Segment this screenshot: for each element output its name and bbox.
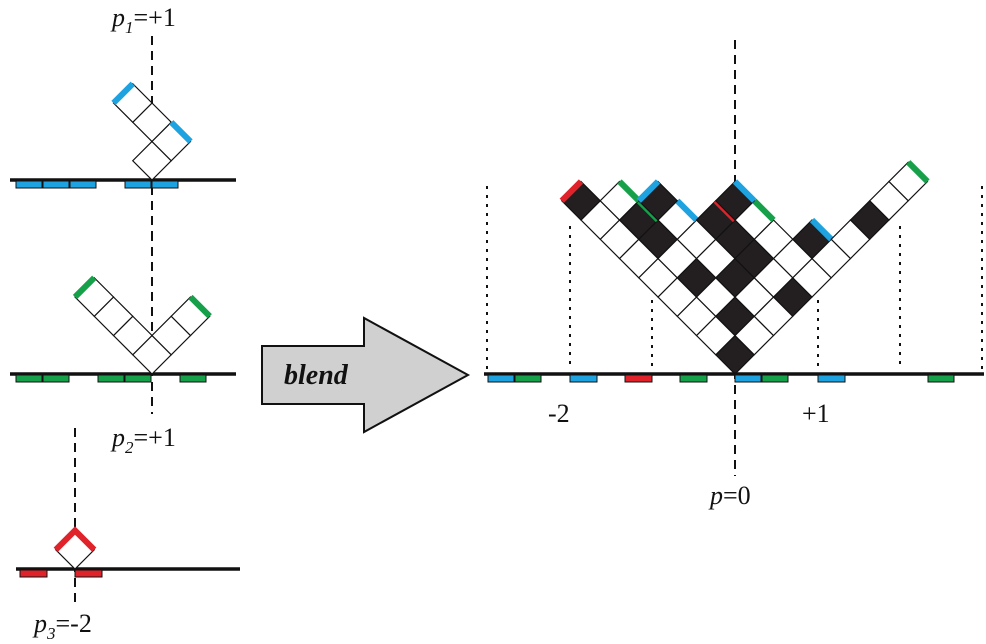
label-p2: p2=+1 [110, 423, 176, 457]
baseline-mark [761, 374, 789, 383]
panel-p2: p2=+1 [10, 232, 236, 457]
baseline-mark [487, 374, 515, 383]
baseline-mark [97, 374, 125, 383]
colored-edge [188, 294, 212, 319]
baseline-mark [124, 374, 152, 383]
result-panel: -2 +1 p=0 [484, 40, 984, 510]
squares-p3 [53, 526, 97, 570]
colored-edge [111, 81, 135, 106]
colored-edge [906, 160, 930, 184]
colored-edge [169, 120, 193, 144]
colored-edge [72, 275, 97, 300]
tick-label-left: -2 [548, 399, 570, 428]
baseline-mark [19, 569, 48, 578]
baseline-mark [15, 180, 43, 189]
label-p1: p1=+1 [110, 3, 176, 37]
baseline-mark [42, 180, 70, 189]
baseline-mark [569, 374, 598, 383]
baseline-mark [179, 374, 207, 383]
baseline-marks-p3 [19, 569, 103, 578]
colored-edge [732, 179, 757, 203]
baseline-mark [124, 180, 152, 189]
baseline-marks-p2 [15, 374, 207, 383]
panel-p1: p1=+1 [10, 3, 236, 232]
baseline-mark [15, 374, 43, 383]
baseline-mark [679, 374, 708, 383]
colored-edge [752, 198, 776, 223]
colored-edge [636, 179, 661, 203]
panel-p3: p3=-2 [16, 428, 240, 643]
arrow-label: blend [284, 360, 349, 391]
baseline-marks-p1 [15, 180, 179, 189]
dotted-guides [486, 186, 983, 370]
baseline-marks-result [487, 374, 955, 383]
baseline-mark [69, 180, 97, 189]
arrow-shape [261, 316, 471, 434]
label-p3: p3=-2 [32, 609, 92, 643]
colored-edge [559, 179, 584, 203]
blend-arrow: blend [261, 316, 471, 434]
baseline-mark [74, 569, 103, 578]
squares-p1 [111, 81, 193, 181]
baseline-mark [624, 374, 653, 383]
label-p-result: p=0 [708, 481, 751, 510]
baseline-mark [42, 374, 70, 383]
squares-p2 [72, 275, 212, 375]
baseline-mark [514, 374, 542, 383]
baseline-mark [151, 180, 179, 189]
colored-edge [675, 198, 699, 223]
colored-edge [617, 179, 641, 203]
baseline-mark [927, 374, 955, 383]
tick-label-right: +1 [802, 399, 830, 428]
baseline-mark [734, 374, 762, 383]
colored-edge [809, 217, 834, 242]
squares-result [559, 160, 930, 375]
baseline-mark [817, 374, 846, 383]
white-square [54, 529, 96, 570]
colored-edge [53, 526, 97, 552]
